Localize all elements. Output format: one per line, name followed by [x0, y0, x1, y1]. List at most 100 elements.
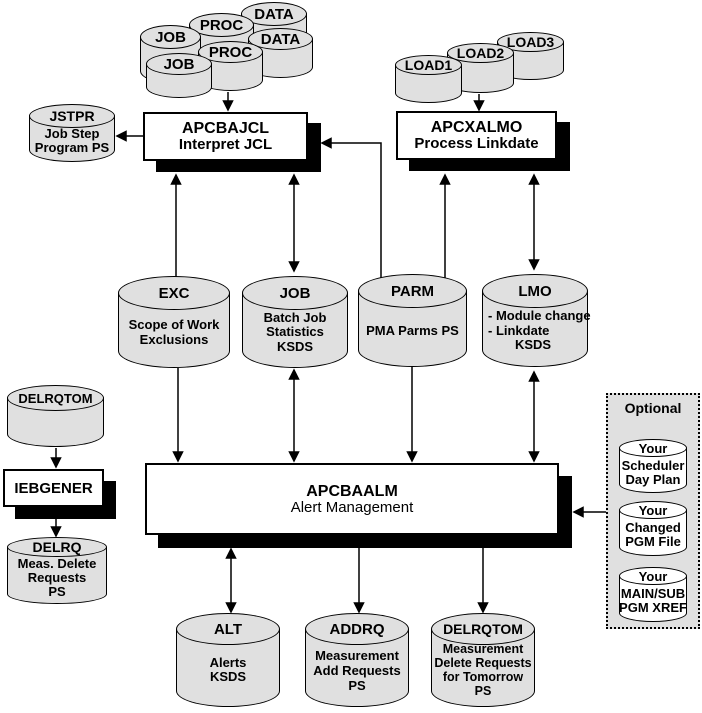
cylinder-line: Delete Requests [434, 656, 532, 670]
cylinder-top [176, 613, 280, 645]
cylinder-line: - Module change [488, 308, 591, 324]
optional-label: Optional [624, 400, 682, 416]
cylinder-lmo: LMO - Module change - Linkdate KSDS [482, 274, 591, 367]
cylinder-line: Statistics [266, 324, 324, 340]
box-title: APCBAJCL [181, 120, 270, 137]
cylinder-line: KSDS [276, 338, 314, 354]
cylinder-top [198, 41, 263, 63]
cylinder-sublabel: Meas. Delete Requests PS [7, 555, 107, 600]
cylinder-sublabel: Measurement Add Requests PS [305, 643, 409, 697]
box-title: IEBGENER [14, 479, 93, 497]
cylinder-sublabel: Measurement Delete Requests for Tomorrow… [431, 642, 535, 698]
arrow-apcbaalm-to-addrq [353, 548, 365, 614]
cylinder-line: Job Step [44, 126, 100, 141]
cylinder-label: Your [638, 502, 668, 518]
cylinder-label: DATA [254, 5, 294, 23]
cylinder-sublabel: - Module change - Linkdate KSDS [482, 306, 591, 356]
arrow-apcbajcl-to-jstpr [115, 130, 143, 142]
cylinder-top [7, 537, 107, 557]
box-subtitle: Interpret JCL [178, 136, 273, 153]
cylinder-top [431, 613, 535, 645]
cylinder-alt: ALT Alerts KSDS [176, 613, 280, 707]
cylinder-addrq: ADDRQ Measurement Add Requests PS [305, 613, 409, 707]
arrow-parm-to-apcbaalm [406, 367, 418, 463]
cylinder-top [619, 501, 687, 519]
cylinder-label: EXC [158, 284, 190, 302]
cylinder-label: DATA [260, 30, 301, 48]
cylinder-your-scheduler-day-plan: Your Scheduler Day Plan [619, 439, 687, 493]
box-title: APCBAALM [306, 482, 398, 500]
cylinder-top [305, 613, 409, 645]
cylinder-line: KSDS [514, 337, 552, 353]
cylinder-your-changed-pgm-file: Your Changed PGM File [619, 501, 687, 556]
arrow-exc-to-apcbaalm [172, 368, 184, 463]
box-iebgener: IEBGENER [3, 469, 104, 507]
cylinder-sublabel: Scope of Work Exclusions [118, 308, 230, 357]
cylinder-top [146, 53, 212, 75]
box-title: APCXALMO [430, 119, 523, 136]
cylinder-label: PROC [208, 43, 253, 61]
cylinder-label: Your [638, 440, 668, 456]
cylinder-sublabel: PMA Parms PS [358, 306, 467, 356]
cylinder-label: JSTPR [49, 108, 95, 124]
cylinder-delrqtom-bottom: DELRQTOM Measurement Delete Requests for… [431, 613, 535, 707]
box-apcbaalm: APCBAALM Alert Management [145, 463, 559, 535]
cylinder-top [395, 55, 462, 75]
cylinder-sublabel: Alerts KSDS [176, 643, 280, 697]
arrow-apcbaalm-alt-bidirectional [225, 547, 237, 614]
arrow-lmo-apcbaalm-bidirectional [528, 370, 540, 463]
cylinder-line: Scope of Work [128, 317, 220, 332]
optional-group: Optional Your Scheduler Day Plan Your Ch… [606, 393, 700, 629]
cylinder-jstpr: JSTPR Job Step Program PS [29, 104, 115, 162]
cylinder-label: JOB [279, 284, 311, 302]
box-apcbajcl: APCBAJCL Interpret JCL [143, 112, 308, 161]
cylinder-top [29, 104, 115, 128]
cylinder-label: DELRQ [32, 539, 82, 555]
cylinder-line: KSDS [209, 669, 247, 684]
box-subtitle: Process Linkdate [414, 135, 539, 152]
cylinder-sublabel: MAIN/SUB PGM XREF [619, 583, 687, 619]
cylinder-line: Add Requests [313, 662, 401, 678]
arrow-iebgener-to-delrq [50, 519, 62, 538]
cylinder-line: PS [48, 583, 66, 599]
arrow-optional-to-apcbaalm [572, 506, 606, 518]
cylinder-line: PMA Parms PS [366, 322, 459, 338]
cylinder-line: Batch Job [263, 309, 327, 325]
arrow-parm-to-apcxalmo [439, 173, 451, 278]
cylinder-load2: LOAD2 [447, 43, 514, 93]
arrow-lmo-apcxalmo-bidirectional [528, 173, 540, 271]
cylinder-exc: EXC Scope of Work Exclusions [118, 276, 230, 368]
cylinder-line: Changed [625, 520, 681, 535]
cylinder-line: Requests [27, 569, 87, 585]
cylinder-label: JOB [163, 55, 195, 73]
cylinder-line: Day Plan [625, 471, 681, 487]
cylinder-parm: PARM PMA Parms PS [358, 274, 467, 367]
cylinder-label: Your [638, 568, 668, 584]
cylinder-line: PS [348, 677, 366, 693]
cylinder-job-mid: JOB Batch Job Statistics KSDS [242, 276, 348, 368]
cylinder-line: PS [474, 684, 492, 698]
arrow-apcbaalm-to-delrqtom [477, 548, 489, 614]
cylinder-top [447, 43, 514, 63]
cylinder-top [140, 25, 201, 49]
cylinder-label: LOAD1 [404, 57, 453, 73]
cylinder-top [619, 567, 687, 585]
cylinder-sublabel: Job Step Program PS [29, 126, 115, 156]
box-subtitle: Alert Management [290, 498, 414, 516]
cylinder-line: Measurement [442, 642, 524, 656]
cylinder-line: PGM File [625, 534, 681, 549]
cylinder-label: JOB [155, 28, 186, 46]
cylinder-top [619, 439, 687, 457]
cylinder-line: PGM XREF [619, 600, 687, 615]
cylinder-sublabel: Scheduler Day Plan [619, 455, 687, 490]
cylinder-label: ADDRQ [329, 620, 385, 638]
cylinder-line: Program PS [34, 140, 110, 155]
cylinder-delrqtom-left: DELRQTOM [7, 385, 104, 447]
cylinder-top [118, 276, 230, 310]
arrow-delrqtom-to-iebgener [50, 448, 62, 469]
cylinder-top [7, 385, 104, 411]
cylinder-top [242, 276, 348, 310]
arrow-exc-to-apcbajcl [170, 173, 182, 277]
cylinder-line: MAIN/SUB [620, 586, 686, 601]
